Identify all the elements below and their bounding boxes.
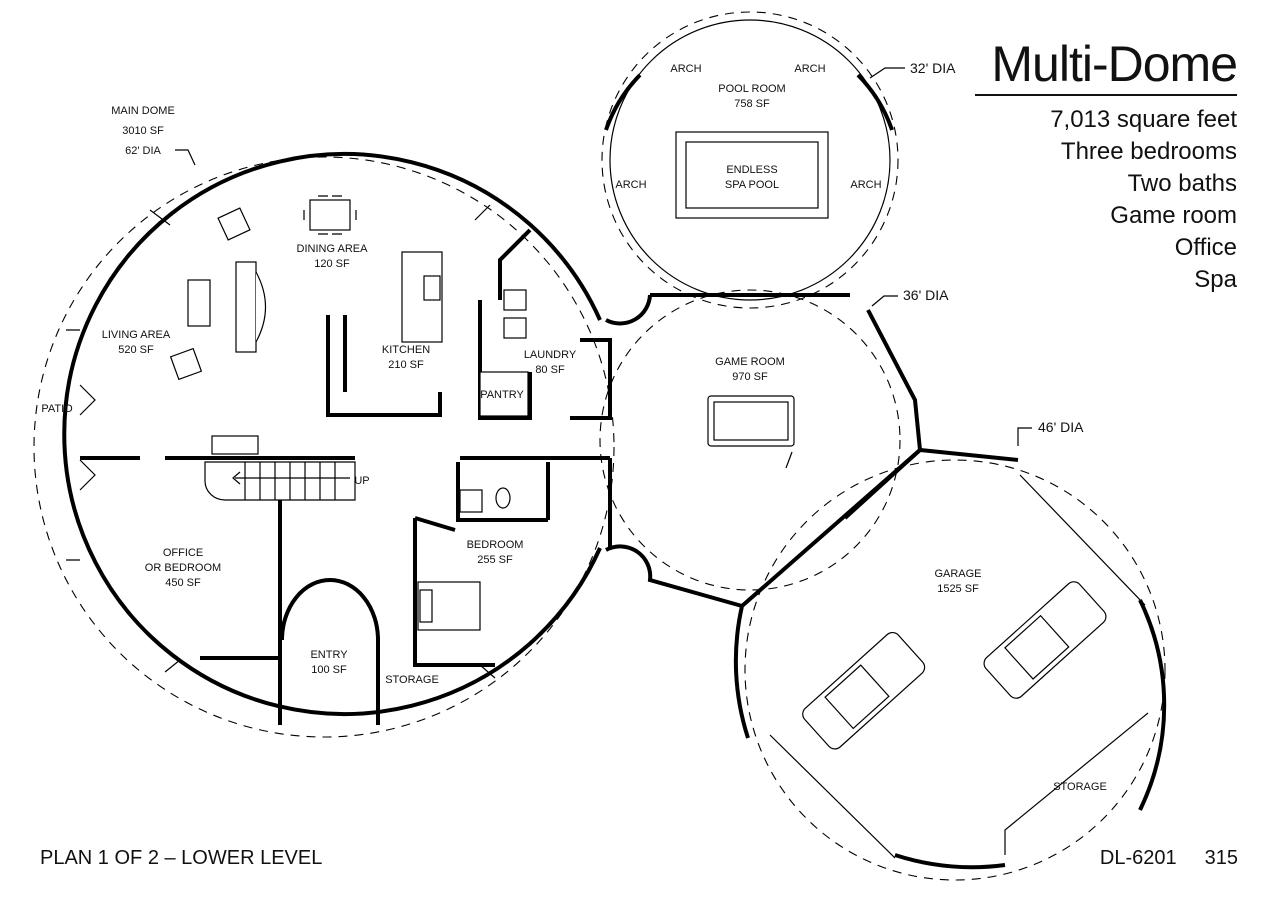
- pool-table-felt: [713, 401, 789, 441]
- garage-area: 1525 SF: [937, 583, 979, 595]
- main-dome: [33, 152, 615, 738]
- feature-list: 7,013 square feet Three bedrooms Two bat…: [975, 104, 1237, 296]
- laundry-area: 80 SF: [535, 364, 565, 376]
- main-dome-area: 3010 SF: [122, 125, 164, 137]
- laundry-walls: [478, 228, 532, 420]
- feature-item: Spa: [1194, 266, 1237, 293]
- game-room-label: GAME ROOM: [715, 356, 785, 368]
- arch-label-nw: ARCH: [670, 63, 701, 75]
- storage-garage-label: STORAGE: [1053, 781, 1107, 793]
- plan-title: Multi-Dome: [991, 36, 1238, 92]
- pool-dome-dia: 32' DIA: [910, 60, 956, 76]
- bedroom-area: 255 SF: [477, 554, 513, 566]
- cooktop: [423, 275, 441, 301]
- entry-label: ENTRY: [310, 649, 348, 661]
- garage-dome-dashed: [744, 459, 1166, 881]
- dining-area: 120 SF: [314, 258, 350, 270]
- kitchen-area: 210 SF: [388, 359, 424, 371]
- pool-room-area: 758 SF: [734, 98, 770, 110]
- arch-label-e: ARCH: [850, 179, 881, 191]
- pool-dome-wall: [609, 19, 891, 301]
- main-dome-dia: 62' DIA: [125, 145, 161, 157]
- garage-label: GARAGE: [934, 568, 981, 580]
- coffee-table: [187, 279, 211, 327]
- pantry-label: PANTRY: [480, 389, 524, 401]
- game-dome-dia: 36' DIA: [903, 287, 949, 303]
- laundry-label: LAUNDRY: [524, 349, 577, 361]
- bedroom-label: BEDROOM: [467, 539, 524, 551]
- toilet-area: [459, 489, 483, 513]
- toilet: [495, 487, 511, 509]
- garage-door-lines: [769, 474, 1149, 859]
- armchair-2: [169, 347, 203, 381]
- washer: [503, 289, 527, 311]
- main-dome-wall: [62, 152, 602, 716]
- pool-dome: [601, 11, 899, 309]
- dimension-leaders: [175, 67, 1032, 446]
- spa-label-line1: ENDLESS: [726, 164, 777, 176]
- garage-dome-wall: [733, 447, 1167, 870]
- pool-room-label: POOL ROOM: [718, 83, 785, 95]
- pantry-box: [479, 371, 529, 417]
- game-dome: [599, 289, 922, 608]
- title-block: Multi-Dome 7,013 square feet Three bedro…: [975, 36, 1238, 296]
- plan-label: PLAN 1 OF 2 – LOWER LEVEL: [40, 847, 323, 869]
- feature-item: 7,013 square feet: [1050, 106, 1237, 133]
- entry-walls: [278, 500, 380, 725]
- kitchen-walls: [326, 315, 442, 417]
- office-area: 450 SF: [165, 577, 201, 589]
- east-corridor-wall: [570, 338, 612, 548]
- office-label-line2: OR BEDROOM: [145, 562, 221, 574]
- armchair-1: [217, 207, 251, 241]
- feature-item: Game room: [1110, 202, 1237, 229]
- page-number: 315: [1204, 847, 1238, 869]
- title-rule: [975, 94, 1237, 96]
- main-dome-name: MAIN DOME: [111, 105, 175, 117]
- spa-label-line2: SPA POOL: [725, 179, 779, 191]
- dining-label: DINING AREA: [297, 243, 369, 255]
- car-2: [983, 581, 1107, 699]
- patio-doors: [79, 384, 96, 491]
- plan-code-block: DL-6201 315: [1100, 847, 1238, 870]
- stair: [204, 461, 356, 501]
- dining-table: [309, 199, 351, 231]
- plan-code: DL-6201: [1099, 847, 1177, 869]
- pool-table: [707, 395, 795, 447]
- living-label: LIVING AREA: [102, 329, 171, 341]
- office-label-line1: OFFICE: [163, 547, 203, 559]
- kitchen-label: KITCHEN: [382, 344, 430, 356]
- entry-area: 100 SF: [311, 664, 347, 676]
- stair-up-label: UP: [354, 475, 369, 487]
- game-room-area: 970 SF: [732, 371, 768, 383]
- patio-label: PATIO: [41, 403, 73, 415]
- main-dome-openings: [66, 204, 496, 679]
- dryer: [503, 317, 527, 339]
- arch-label-w: ARCH: [615, 179, 646, 191]
- storage-main-label: STORAGE: [385, 674, 439, 686]
- feature-item: Three bedrooms: [1060, 138, 1237, 165]
- pool-dome-dashed: [601, 11, 899, 309]
- garage-dome-dia: 46' DIA: [1038, 419, 1084, 435]
- feature-item: Office: [1174, 234, 1237, 261]
- stair-treads: [244, 462, 336, 500]
- piano: [211, 435, 259, 455]
- bedroom-walls: [413, 462, 550, 667]
- dining-chairs: [303, 195, 357, 235]
- living-area: 520 SF: [118, 344, 154, 356]
- pool-dome-heavy-arcs: [604, 73, 894, 297]
- car-1: [802, 631, 926, 750]
- feature-item: Two baths: [1127, 170, 1237, 197]
- main-dome-outline-dashed: [33, 156, 615, 738]
- arch-label-ne: ARCH: [794, 63, 825, 75]
- pillow: [419, 589, 433, 623]
- sofa-back: [255, 271, 266, 343]
- game-dome-wall: [605, 293, 922, 608]
- garage-dome: [733, 447, 1167, 881]
- sofa: [235, 261, 257, 353]
- cue-stick: [785, 451, 793, 469]
- game-dome-dashed: [599, 289, 901, 591]
- spa-pool-inner: [685, 141, 819, 209]
